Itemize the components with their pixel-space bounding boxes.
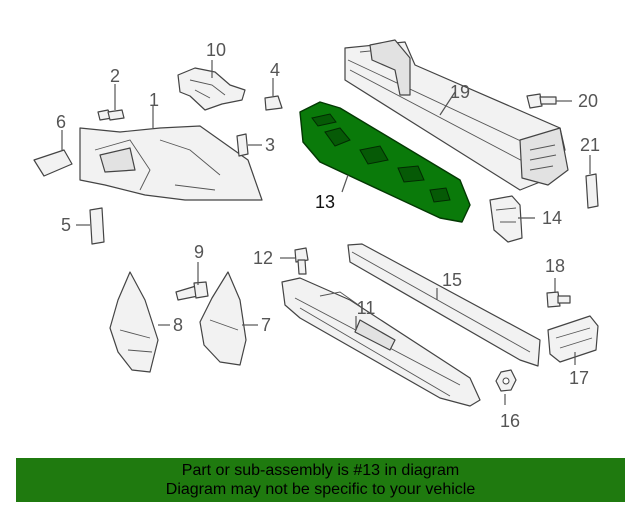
- callout-6: 6: [56, 112, 66, 132]
- callout-21: 21: [580, 135, 600, 155]
- callout-12: 12: [253, 248, 273, 268]
- part-14-bracket: [489, 195, 523, 243]
- part-19-reinforcement: [344, 39, 569, 191]
- callout-14: 14: [542, 208, 562, 228]
- part-20-bolt: [526, 93, 557, 109]
- part-1-bumper-fascia: [79, 125, 263, 201]
- part-6-cover: [33, 149, 73, 177]
- part-16-nut: [495, 369, 517, 392]
- part-18-bolt: [546, 291, 571, 308]
- callout-labels: 1 2 3 4 5 6 7 8 9 10 11 12 13 14 15 16 1…: [56, 40, 600, 431]
- part-8-shield: [109, 271, 159, 373]
- callout-17: 17: [569, 368, 589, 388]
- callout-1: 1: [149, 90, 159, 110]
- callout-16: 16: [500, 411, 520, 431]
- info-banner: Part or sub-assembly is #13 in diagram D…: [16, 458, 625, 502]
- part-4-clip: [264, 95, 283, 111]
- part-7-shield: [199, 271, 247, 366]
- part-17-bracket: [547, 315, 599, 363]
- banner-line-1: Part or sub-assembly is #13 in diagram: [181, 462, 460, 479]
- callout-3: 3: [265, 135, 275, 155]
- leader-lines: [61, 60, 591, 405]
- callout-4: 4: [270, 60, 280, 80]
- callout-20: 20: [578, 91, 598, 111]
- part-13-energy-absorber: [299, 101, 471, 223]
- callout-10: 10: [206, 40, 226, 60]
- part-9-bolt: [175, 281, 209, 301]
- part-11-lower-reinforcement: [281, 277, 481, 407]
- callout-7: 7: [261, 315, 271, 335]
- part-3-bolt: [236, 133, 249, 157]
- part-10-bracket: [177, 67, 246, 111]
- callout-19: 19: [450, 82, 470, 102]
- banner-line-2: Diagram may not be specific to your vehi…: [165, 481, 476, 498]
- callout-8: 8: [173, 315, 183, 335]
- callout-2: 2: [110, 66, 120, 86]
- part-21-bracket: [585, 173, 599, 209]
- callout-9: 9: [194, 242, 204, 262]
- part-12-bolt: [294, 247, 309, 275]
- part-5-strip: [89, 207, 105, 245]
- callout-18: 18: [545, 256, 565, 276]
- part-15-bar: [347, 243, 541, 367]
- callout-11: 11: [357, 298, 376, 318]
- callout-5: 5: [61, 215, 71, 235]
- part-2-bolt: [97, 109, 125, 121]
- callout-13: 13: [315, 192, 335, 212]
- callout-15: 15: [442, 270, 462, 290]
